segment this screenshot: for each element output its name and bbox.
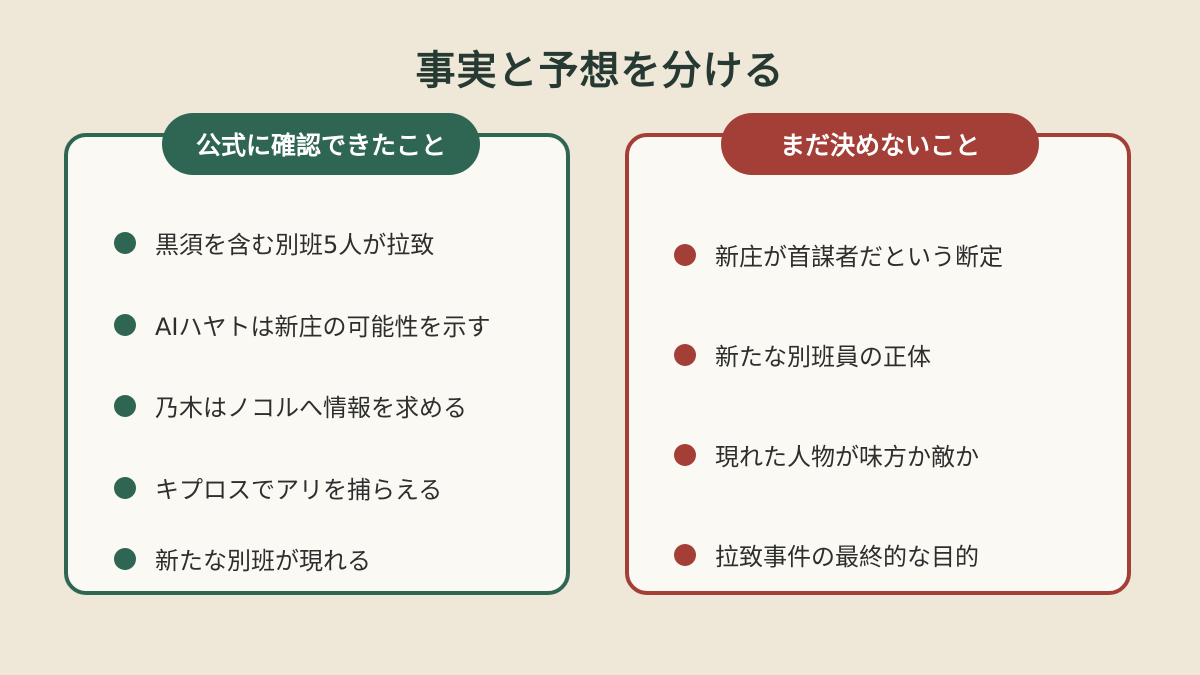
list-item-text: AIハヤトは新庄の可能性を示す [155,313,491,341]
list-item-text: 新たな別班員の正体 [715,343,931,371]
bullet-dot-icon [114,231,136,254]
list-item-text: 新たな別班が現れる [155,547,371,575]
list-item: 乃木はノコルへ情報を求める [114,388,467,423]
bullet-dot-icon [114,394,136,417]
undecided-heading: まだ決めないこと [721,113,1039,175]
undecided-card: まだ決めないこと 新庄が首謀者だという断定 新たな別班員の正体 現れた人物が味方… [625,113,1131,595]
bullet-dot-icon [674,443,696,466]
list-item: 現れた人物が味方か敵か [674,437,979,472]
list-item-text: 拉致事件の最終的な目的 [715,543,979,571]
bullet-dot-icon [674,343,696,366]
confirmed-facts-heading: 公式に確認できたこと [162,113,480,175]
bullet-dot-icon [114,547,136,570]
list-item: 新庄が首謀者だという断定 [674,237,1003,272]
bullet-dot-icon [114,476,136,499]
list-item-text: キプロスでアリを捕らえる [155,476,443,504]
list-item: 黒須を含む別班5人が拉致 [114,225,434,260]
confirmed-facts-card: 公式に確認できたこと 黒須を含む別班5人が拉致 AIハヤトは新庄の可能性を示す … [64,113,570,595]
list-item-text: 新庄が首謀者だという断定 [715,243,1003,271]
list-item-text: 黒須を含む別班5人が拉致 [155,231,435,259]
list-item: AIハヤトは新庄の可能性を示す [114,307,491,342]
page-title: 事実と予想を分ける [415,48,785,94]
list-item-text: 現れた人物が味方か敵か [715,443,979,471]
bullet-dot-icon [674,243,696,266]
list-item: 新たな別班が現れる [114,541,371,576]
bullet-dot-icon [114,313,136,336]
list-item: キプロスでアリを捕らえる [114,470,442,505]
list-item-text: 乃木はノコルへ情報を求める [155,394,467,422]
list-item: 新たな別班員の正体 [674,337,931,372]
list-item: 拉致事件の最終的な目的 [674,537,979,572]
bullet-dot-icon [674,543,696,566]
